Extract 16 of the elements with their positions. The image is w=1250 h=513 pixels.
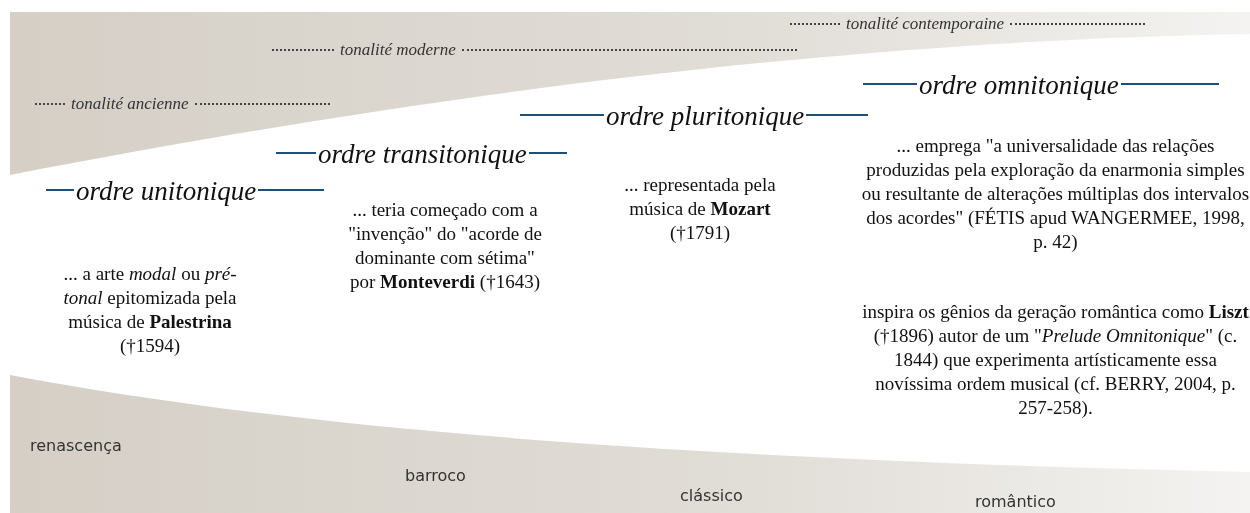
period-label: renascença — [30, 436, 122, 455]
period-label: clássico — [680, 486, 743, 505]
description-text: ... teria começado com a "invenção" do "acorde de dominante com sétima" por Monteverdi (†1643) — [347, 198, 543, 294]
band-label: tonalité ancienne — [70, 94, 190, 114]
period-label: romântico — [975, 492, 1056, 511]
description-text: ... emprega "a universalidade das relações produzidas pela exploração da enarmonia simples ou resultante de alterações múltiplas dos intervalos dos acordes" (FÉTIS apud WANGERMEE, 1998, p. 42) — [860, 134, 1250, 254]
band-label: tonalité contemporaine — [845, 14, 1006, 34]
era-heading: ordre pluritonique — [605, 101, 806, 132]
era-heading: ordre transitonique — [317, 139, 528, 170]
era-heading: ordre unitonique — [75, 176, 258, 207]
description-text: ... a arte modal ou pré-tonal epitomizada pela música de Palestrina (†1594) — [62, 262, 238, 358]
band-label: tonalité moderne — [339, 40, 457, 60]
description-text: inspira os gênios da geração romântica como Liszt (†1896) autor de um "Prelude Omnitonique" (c. 1844) que experimenta artísticamente essa novíssima ordem musical (cf. BERRY, 2004, p. 257-258). — [861, 300, 1250, 420]
description-text: ... representada pela música de Mozart (†1791) — [623, 173, 777, 245]
period-label: barroco — [405, 466, 466, 485]
era-heading: ordre omnitonique — [918, 70, 1120, 101]
